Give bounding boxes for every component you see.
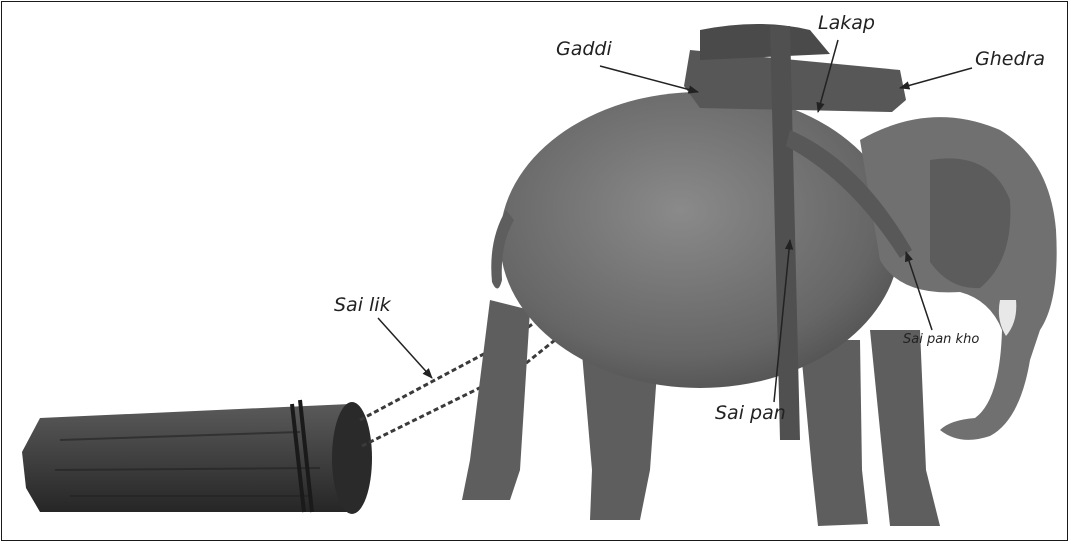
label-sai-pan: Sai pan xyxy=(715,404,786,423)
label-ghedra: Ghedra xyxy=(975,50,1045,69)
label-lakap: Lakap xyxy=(818,14,875,33)
label-gaddi: Gaddi xyxy=(556,40,612,59)
label-sai-lik: Sai lik xyxy=(334,296,391,315)
label-sai-pan-kho: Sai pan kho xyxy=(903,333,979,346)
log xyxy=(22,400,372,514)
